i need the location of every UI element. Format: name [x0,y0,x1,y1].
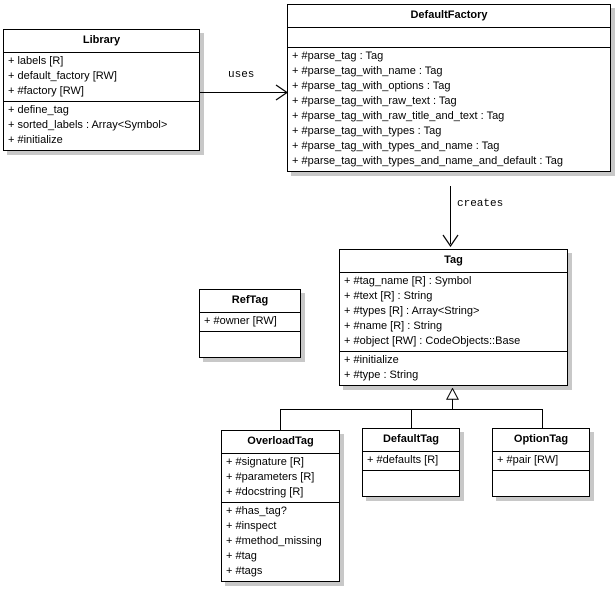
class-box-optiontag[interactable]: OptionTag + #pair [RW] [492,428,590,497]
operation-item: + #parse_tag_with_options : Tag [292,80,451,92]
class-box-tag[interactable]: Tag + #tag_name [R] : Symbol + #text [R]… [339,249,568,386]
operation-item: + #initialize [344,354,399,366]
operation-item: + #parse_tag_with_types : Tag [292,125,442,137]
operation-item: + #parse_tag_with_raw_text : Tag [292,95,457,107]
class-name-defaultfactory: DefaultFactory [288,5,610,28]
attributes-compartment-optiontag: + #pair [RW] [493,452,589,471]
operation-item: + #parse_tag_with_types_and_name_and_def… [292,155,564,167]
class-box-defaultfactory[interactable]: DefaultFactory + #parse_tag : Tag + #par… [287,4,611,172]
operation-item: + #parse_tag_with_types_and_name : Tag [292,140,500,152]
class-name-overloadtag: OverloadTag [222,431,339,454]
attribute-item: + #object [RW] : CodeObjects::Base [344,335,521,347]
attributes-compartment-reftag: + #owner [RW] [200,313,300,332]
operation-item: + #method_missing [226,535,322,547]
operations-compartment-tag: + #initialize + #type : String [340,352,567,385]
operation-item: + #tag [226,550,257,562]
attributes-compartment-defaultfactory [288,28,610,48]
attribute-item: + #types [R] : Array<String> [344,305,480,317]
class-box-defaulttag[interactable]: DefaultTag + #defaults [R] [362,428,460,497]
attribute-item: + #pair [RW] [497,454,559,466]
generalization-stem [452,399,453,409]
attribute-item: + #factory [RW] [8,85,84,97]
generalization-drop-overloadtag[interactable] [280,409,281,431]
edge-label-uses: uses [228,69,255,81]
operations-compartment-library: + define_tag + sorted_labels : Array<Sym… [4,102,199,150]
operation-item: + #type : String [344,369,419,381]
operations-compartment-overloadtag: + #has_tag? + #inspect + #method_missing… [222,503,339,581]
operation-item: + #inspect [226,520,277,532]
operation-item: + #parse_tag : Tag [292,50,384,62]
class-name-tag: Tag [340,250,567,273]
connector-defaultfactory-creates-tag[interactable] [450,186,451,244]
class-name-defaulttag: DefaultTag [363,429,459,452]
operations-compartment-defaulttag [363,471,459,496]
operations-compartment-reftag [200,332,300,357]
attributes-compartment-defaulttag: + #defaults [R] [363,452,459,471]
class-name-reftag: RefTag [200,290,300,313]
operation-item: + #has_tag? [226,505,287,517]
operation-item: + define_tag [8,104,69,116]
attribute-item: + #owner [RW] [204,315,277,327]
attribute-item: + #text [R] : String [344,290,433,302]
generalization-drop-defaulttag[interactable] [411,409,412,429]
attributes-compartment-library: + labels [R] + default_factory [RW] + #f… [4,53,199,102]
edge-label-creates: creates [457,198,504,210]
attribute-item: + #docstring [R] [226,486,304,498]
attribute-item: + #name [R] : String [344,320,443,332]
attribute-item: + #tag_name [R] : Symbol [344,275,472,287]
class-box-reftag[interactable]: RefTag + #owner [RW] [199,289,301,358]
operation-item: + #parse_tag_with_name : Tag [292,65,443,77]
attributes-compartment-overloadtag: + #signature [R] + #parameters [R] + #do… [222,454,339,503]
attributes-compartment-tag: + #tag_name [R] : Symbol + #text [R] : S… [340,273,567,352]
class-box-library[interactable]: Library + labels [R] + default_factory [… [3,29,200,151]
operation-item: + #parse_tag_with_raw_title_and_text : T… [292,110,505,122]
attribute-item: + default_factory [RW] [8,70,117,82]
class-box-overloadtag[interactable]: OverloadTag + #signature [R] + #paramete… [221,430,340,582]
class-name-library: Library [4,30,199,53]
operation-item: + #initialize [8,134,63,146]
attribute-item: + #defaults [R] [367,454,439,466]
arrowhead-open-creates-icon [442,234,459,248]
operations-compartment-defaultfactory: + #parse_tag : Tag + #parse_tag_with_nam… [288,48,610,171]
operation-item: + sorted_labels : Array<Symbol> [8,119,168,131]
arrowhead-open-uses-icon [275,84,289,101]
class-name-optiontag: OptionTag [493,429,589,452]
operations-compartment-optiontag [493,471,589,496]
operation-item: + #tags [226,565,263,577]
generalization-drop-optiontag[interactable] [542,409,543,429]
attribute-item: + #parameters [R] [226,471,315,483]
attribute-item: + labels [R] [8,55,64,67]
connector-library-uses-defaultfactory[interactable] [200,92,287,93]
attribute-item: + #signature [R] [226,456,304,468]
